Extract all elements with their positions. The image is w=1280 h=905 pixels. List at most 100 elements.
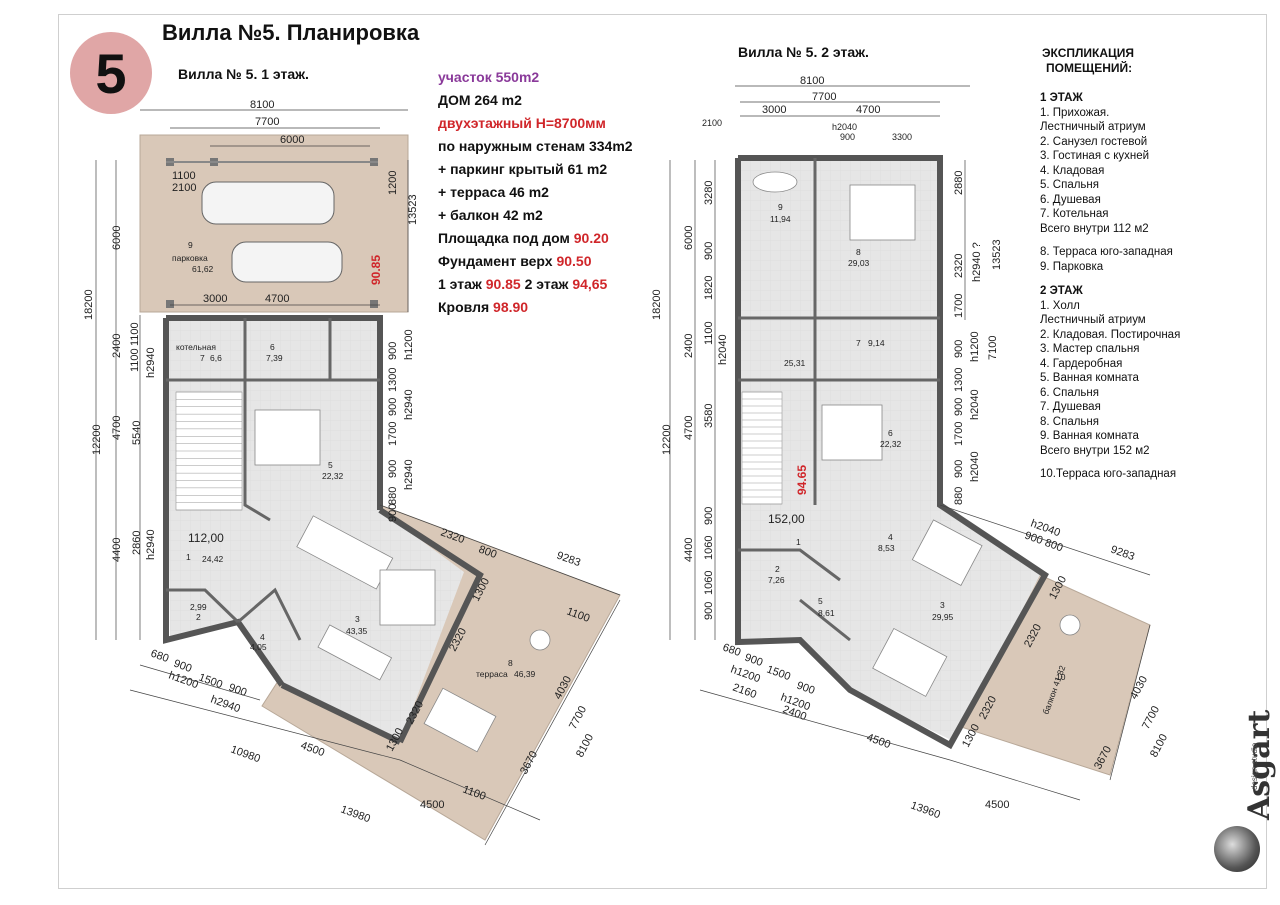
dim2-1700b: 1700 <box>953 422 965 446</box>
dim-13523: 13523 <box>407 194 419 225</box>
dim-680: 680 <box>149 648 170 666</box>
dim-9283: 9283 <box>555 550 582 570</box>
dim-900e: 900 <box>172 658 193 676</box>
dim2-2160: 2160 <box>731 682 758 702</box>
dim-2860: 2860 <box>131 531 143 555</box>
floor1-elevation-mark: 90.85 <box>369 255 383 285</box>
floor2-dimension-lines <box>669 85 1151 801</box>
parking-area: + паркинг крытый 61 m2 <box>438 161 608 177</box>
explication-floor2-item: 5. Ванная комната <box>1040 372 1139 384</box>
explication-floor2-item: 3. Мастер спальня <box>1040 343 1140 355</box>
studio-logo-mark-icon <box>1214 826 1260 872</box>
explication-floor1-item: 2. Санузел гостевой <box>1040 135 1148 148</box>
dim-1200: 1200 <box>387 171 399 195</box>
explication-header-2: ПОМЕЩЕНИЙ: <box>1046 60 1133 75</box>
room-living-number: 3 <box>355 614 360 624</box>
dim-h2940b: h2940 <box>145 529 157 560</box>
floor2-plan: 8100 7700 3000 4700 2100 h2040 900 3300 … <box>651 75 1170 821</box>
dim-1500: 1500 <box>197 672 224 692</box>
dim-5540: 5540 <box>131 421 143 445</box>
dim2-680: 680 <box>721 642 742 660</box>
two-storey-height: двухэтажный H=8700мм <box>438 115 606 131</box>
dim2-2880: 2880 <box>953 171 965 195</box>
floor1-room-labels: 9 парковка 61,62 котельная 7 6,6 6 7,39 … <box>172 240 536 679</box>
room2-store-area: 7,26 <box>768 575 785 585</box>
dim-h1200: h1200 <box>403 329 415 360</box>
dim2-7100: 7100 <box>987 336 999 360</box>
studio-logo-text: Asgart <box>1242 709 1277 820</box>
badge-number: 5 <box>95 41 127 105</box>
room-wc-number: 2 <box>196 612 201 622</box>
room-hall-number: 1 <box>186 552 191 562</box>
dim2-4700v: 4700 <box>683 416 695 440</box>
explication-floor1-item: 3. Гостиная с кухней <box>1040 150 1150 162</box>
room2-bath5-number: 5 <box>818 596 823 606</box>
dim2-13523: 13523 <box>991 239 1003 270</box>
room2-shower7-number: 7 <box>856 338 861 348</box>
dim2-7700b: 7700 <box>1140 704 1162 731</box>
room-boiler-number: 7 <box>200 353 205 363</box>
room-living-area: 43,35 <box>346 626 368 636</box>
dim2-4400: 4400 <box>683 538 695 562</box>
explication-floor2-item: 8. Спальня <box>1040 415 1099 428</box>
explication-floor1-item: 4. Кладовая <box>1040 164 1105 177</box>
dim2-3280: 3280 <box>703 181 715 205</box>
dim2-900c: 900 <box>953 460 965 478</box>
dim-1300a: 1300 <box>387 368 399 392</box>
room-shower-number: 6 <box>270 342 275 352</box>
explication-floor1-item: 1. Прихожая. <box>1040 106 1110 119</box>
room2-master-area: 29,95 <box>932 612 954 622</box>
explication-floor1-extra-item: 8. Терраса юго-западная <box>1040 246 1173 258</box>
dim2-900b: 900 <box>953 398 965 416</box>
dim2-900: 900 <box>840 132 855 142</box>
floor1-interior-walls <box>166 318 380 641</box>
floor1-title: Вилла № 5. 1 этаж. <box>178 66 309 82</box>
foundation-level: Фундамент верх 90.50 <box>438 253 592 269</box>
dim2-18200: 18200 <box>651 289 663 320</box>
explication-floor2-item: 1. Холл <box>1040 299 1080 312</box>
room2-bed6-area: 22,32 <box>880 439 902 449</box>
explication-floor1-item: 5. Спальня <box>1040 179 1099 191</box>
dim2-h2040: h2040 <box>832 122 857 132</box>
explication-floor2-item: 9. Ванная комната <box>1040 430 1139 442</box>
dim2-3000: 3000 <box>762 104 786 116</box>
dim2-h2940: h2940 ? <box>971 242 983 282</box>
dim2-900e: 900 <box>795 680 816 698</box>
floor1-total-area: 112,00 <box>188 531 224 545</box>
explication-floor2-extra: 10.Терраса юго-западная <box>1040 467 1255 482</box>
dim-4700: 4700 <box>265 293 289 305</box>
room-terrace-number: 8 <box>508 658 513 668</box>
floor1-stairs <box>175 391 243 511</box>
room2-bed6-number: 6 <box>888 428 893 438</box>
room-explication: ЭКСПЛИКАЦИЯ ПОМЕЩЕНИЙ: 1 ЭТАЖ 1. Прихожа… <box>1040 46 1255 482</box>
dim2-8100: 8100 <box>800 75 824 87</box>
dim-2100: 2100 <box>172 182 196 194</box>
floor2-total-area: 152,00 <box>768 512 805 526</box>
dim-1100b: 1100 <box>129 348 141 372</box>
dim2-900v: 900 <box>703 242 715 260</box>
dim2-1500: 1500 <box>765 664 792 684</box>
house-area: ДОМ 264 m2 <box>438 92 522 108</box>
room2-hall-area: 25,31 <box>784 358 806 368</box>
dim2-900g: 900 <box>703 602 715 620</box>
room2-bath9-area: 11,94 <box>770 214 791 224</box>
dim2-h2040d: h2040 <box>969 451 981 482</box>
roof-level: Кровля 98.90 <box>438 299 529 315</box>
room2-bed8-number: 8 <box>856 247 861 257</box>
dim-7700: 7700 <box>255 116 279 128</box>
dim-900a: 900 <box>387 342 399 360</box>
villa-info-block: участок 550m2 ДОМ 264 m2 двухэтажный H=8… <box>438 66 633 319</box>
dim2-13960: 13960 <box>909 800 942 822</box>
dim2-900d: 900 <box>743 652 764 670</box>
dim2-h1200: h1200 <box>969 331 981 362</box>
page-title: Вилла №5. Планировка <box>162 20 420 45</box>
floor2-furniture <box>752 171 1081 697</box>
dim2-1060a: 1060 <box>703 536 715 560</box>
room-hall-area: 24,42 <box>202 554 224 564</box>
floor1-wall-southeast <box>378 507 484 744</box>
dim-880: 880 <box>387 487 399 505</box>
dim2-4700: 4700 <box>856 104 880 116</box>
floor1-wall-south <box>280 682 402 745</box>
